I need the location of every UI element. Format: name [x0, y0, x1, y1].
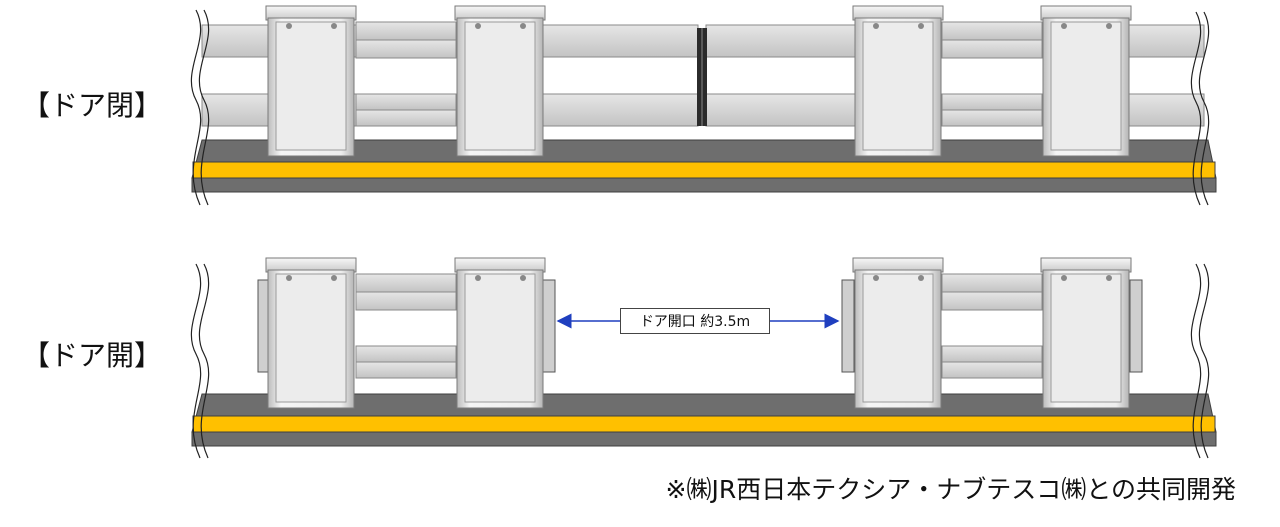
bar-inner-1c	[355, 93, 457, 111]
footnote: ※㈱JR西日本テクシア・ナブテスコ㈱との共同開発	[665, 475, 1236, 504]
closed-platform	[191, 139, 1217, 193]
open-state-panel	[190, 257, 1217, 459]
bar-inner-1b	[355, 39, 457, 59]
door-open-label: 【ドア開】	[22, 339, 163, 372]
tactile-strip	[192, 415, 1216, 433]
bar-open-2c	[941, 345, 1043, 363]
door-opening-width-label: ドア開口 約3.5m	[620, 308, 770, 334]
bar-open-2b	[941, 291, 1043, 311]
open-rails	[257, 273, 1143, 379]
retracted-edge-4	[1129, 279, 1143, 373]
door-closed-label: 【ドア閉】	[22, 89, 163, 122]
open-break-marks	[190, 263, 1210, 459]
open-platform	[191, 393, 1217, 447]
open-posts	[265, 257, 1132, 409]
bar-inner-1a	[355, 21, 457, 41]
closed-break-marks	[190, 9, 1210, 206]
post-3	[852, 5, 944, 157]
closed-state-panel	[190, 5, 1217, 206]
bar-open-1d	[355, 361, 457, 379]
platform-edge	[191, 431, 1217, 447]
post-3	[852, 257, 944, 409]
post-1	[265, 257, 357, 409]
bar-open-2d	[941, 361, 1043, 379]
bar-open-1c	[355, 345, 457, 363]
bar-inner-1d	[355, 109, 457, 127]
post-2	[454, 5, 546, 157]
retracted-edge-3	[841, 279, 855, 373]
bar-open-1b	[355, 291, 457, 311]
bar-inner-2a	[941, 21, 1043, 41]
platform-edge	[191, 177, 1217, 193]
bar-inner-2c	[941, 93, 1043, 111]
bar-open-2a	[941, 273, 1043, 293]
retracted-edge-2	[542, 279, 556, 373]
bar-inner-2d	[941, 109, 1043, 127]
post-4	[1040, 257, 1132, 409]
closed-posts	[265, 5, 1132, 157]
bar-inner-2b	[941, 39, 1043, 59]
post-2	[454, 257, 546, 409]
post-4	[1040, 5, 1132, 157]
tactile-strip	[192, 161, 1216, 179]
post-1	[265, 5, 357, 157]
bar-open-1a	[355, 273, 457, 293]
